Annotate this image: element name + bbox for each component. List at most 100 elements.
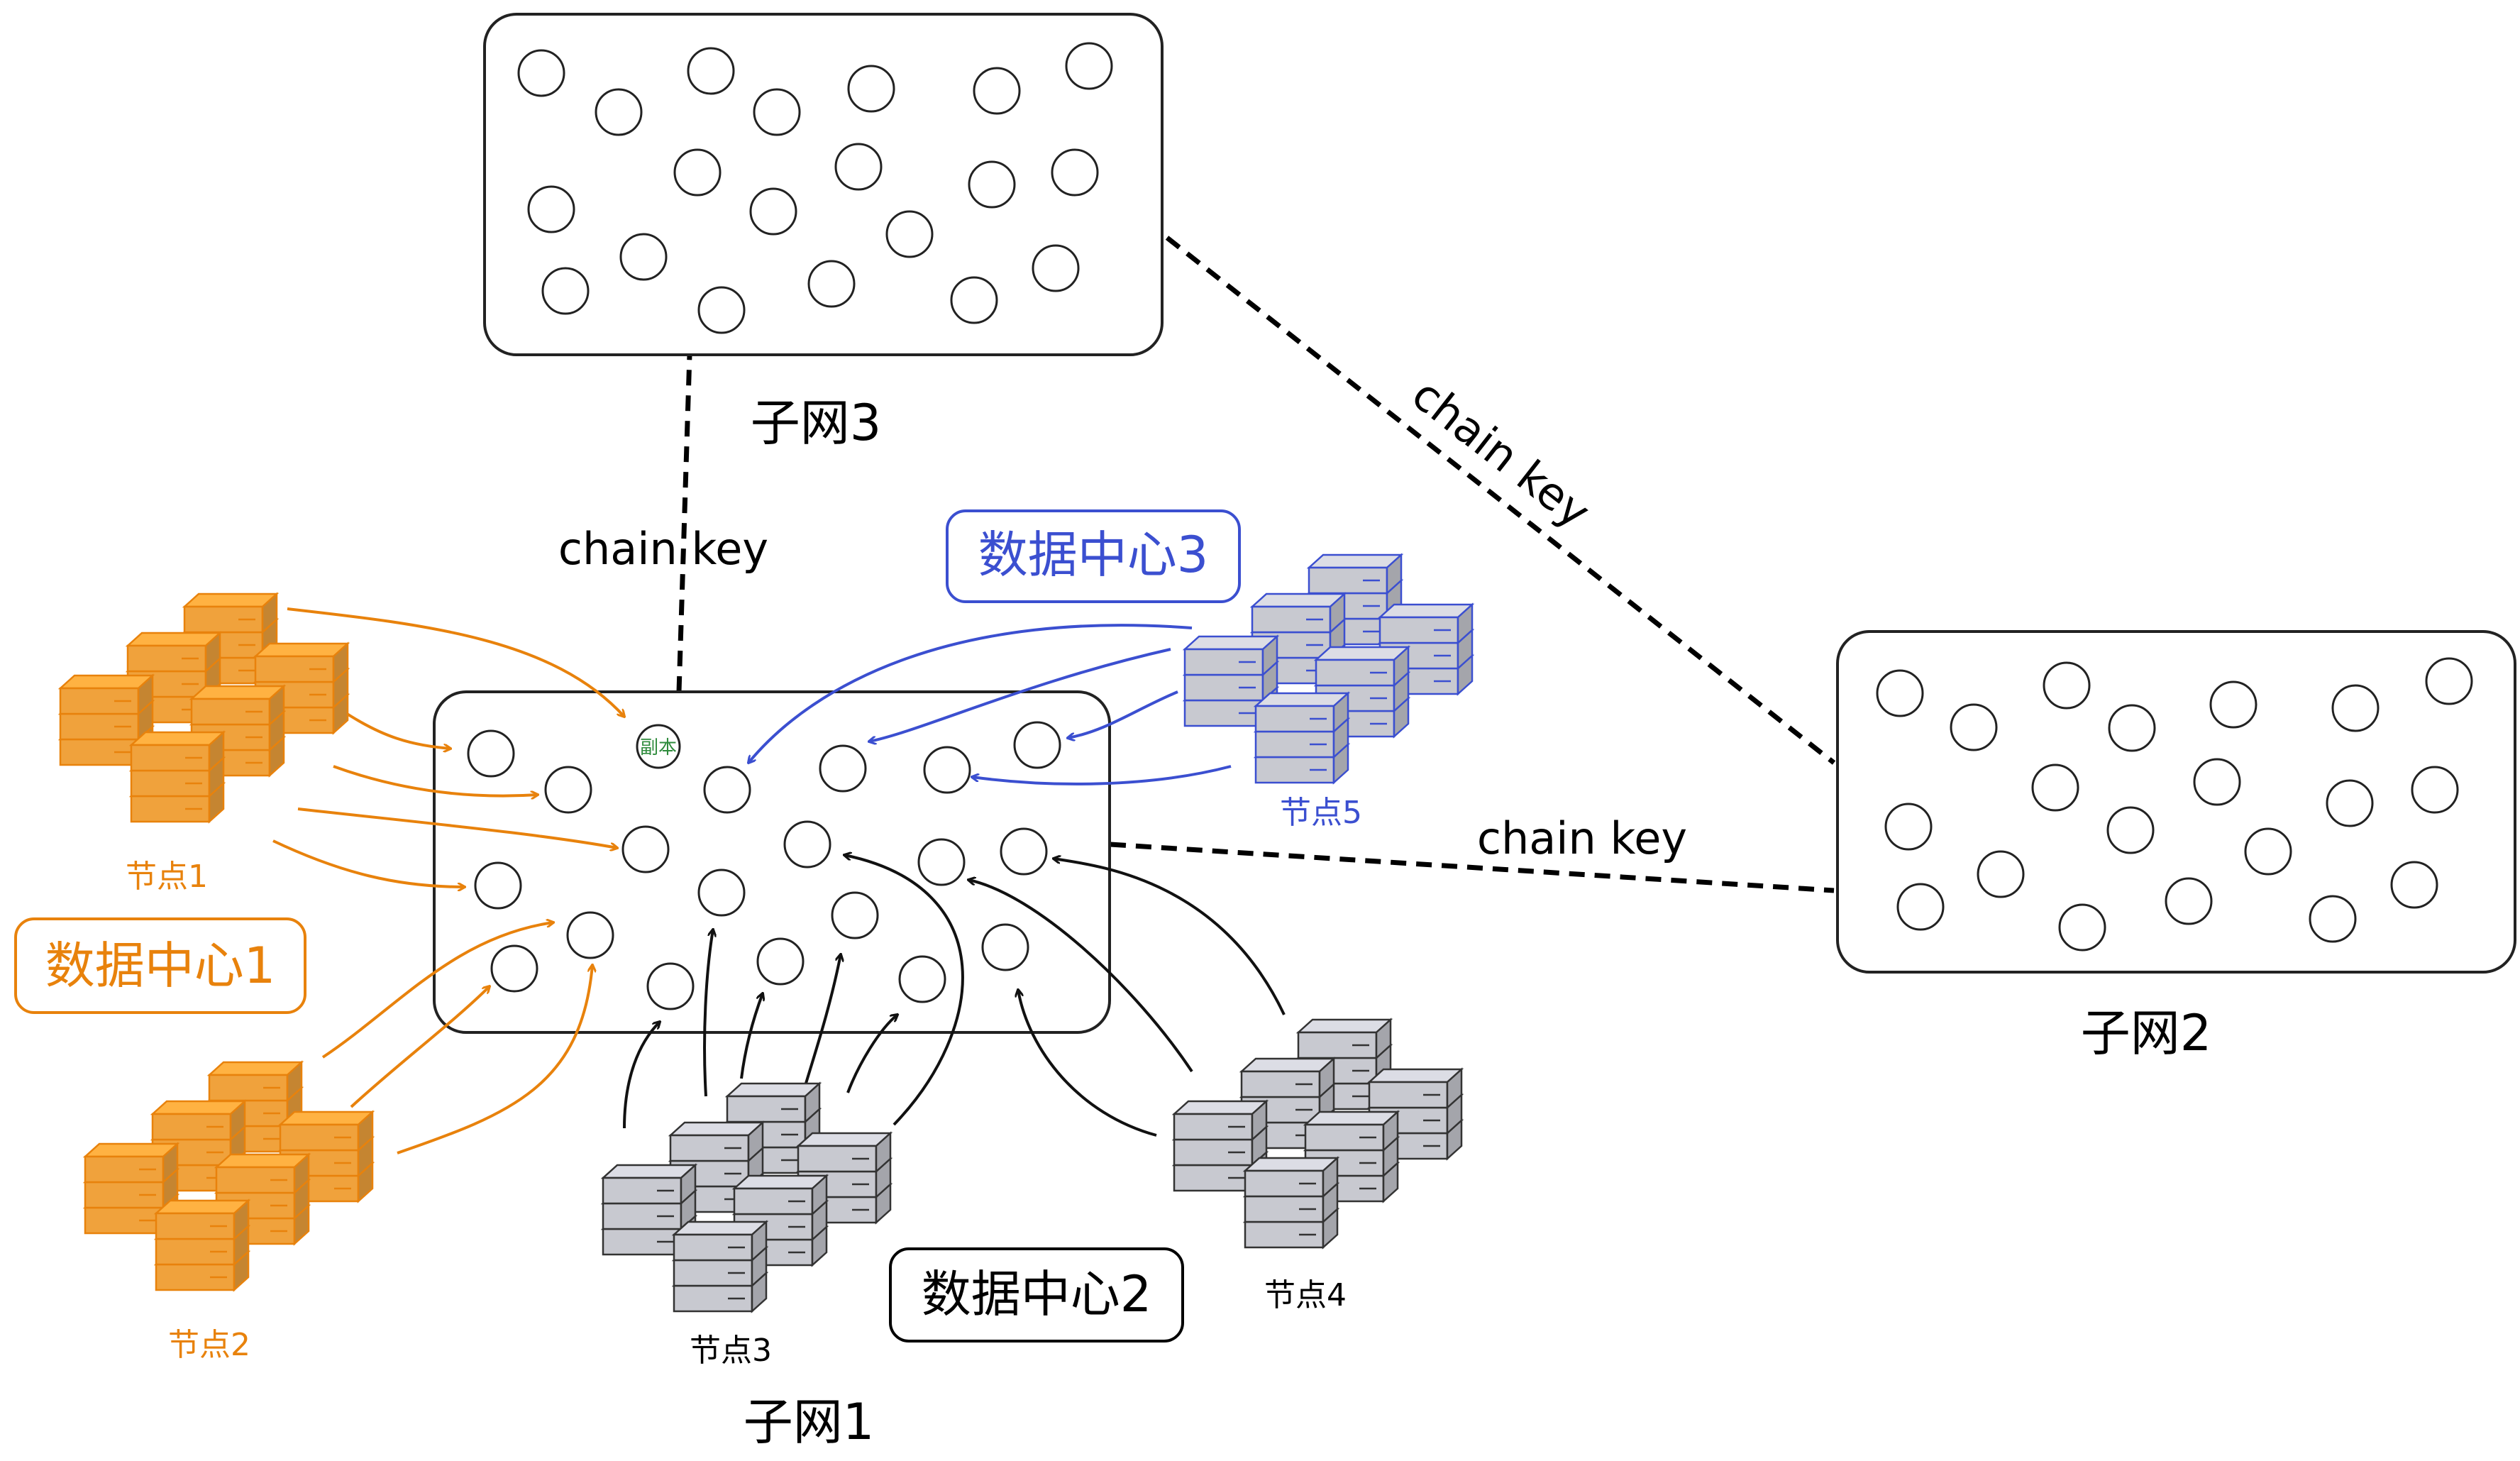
replica-circle bbox=[973, 67, 1021, 115]
replica-circle bbox=[490, 944, 538, 993]
replica-circle bbox=[2244, 827, 2292, 876]
dc1-label-box bbox=[14, 917, 306, 1014]
replica-circle bbox=[687, 47, 735, 95]
server-unit bbox=[189, 684, 287, 727]
replica-circle bbox=[2043, 661, 2091, 710]
replica-circle bbox=[517, 49, 565, 97]
subnet-3-replicas bbox=[517, 42, 1113, 334]
replica-circle bbox=[2411, 766, 2459, 814]
server-unit bbox=[182, 592, 280, 634]
replica-circle bbox=[749, 187, 797, 236]
replica-circle bbox=[898, 955, 946, 1003]
server-unit bbox=[125, 631, 223, 673]
node2-server-cluster bbox=[82, 1060, 375, 1292]
dc1-arrows bbox=[272, 607, 624, 1154]
node1-label: 节点1 bbox=[126, 859, 208, 895]
replica-label: 副本 bbox=[640, 737, 677, 759]
replica-circle bbox=[1896, 883, 1945, 931]
server-unit bbox=[1295, 1018, 1393, 1060]
subnet-1-replicas bbox=[467, 721, 1061, 1010]
replica-circle bbox=[1013, 721, 1061, 769]
replica-circle bbox=[474, 861, 522, 910]
replica-circle bbox=[1876, 669, 1924, 717]
subnet-2-label: 子网2 bbox=[2081, 1004, 2212, 1062]
server-unit bbox=[1182, 634, 1280, 677]
replica-circle bbox=[2193, 758, 2241, 806]
chain-key-label-1-3: chain key bbox=[558, 523, 768, 575]
replica-circle bbox=[847, 65, 895, 113]
node3-server-cluster bbox=[600, 1081, 893, 1313]
replica-circle bbox=[646, 962, 695, 1010]
replica-circle bbox=[885, 210, 934, 258]
server-unit bbox=[1253, 691, 1351, 734]
replica-circle bbox=[1000, 827, 1048, 876]
chain-key-label-1-2: chain key bbox=[1477, 812, 1687, 864]
server-unit bbox=[1249, 592, 1347, 634]
server-unit bbox=[1303, 1110, 1400, 1152]
replica-circle bbox=[541, 267, 590, 315]
replica-circle bbox=[917, 838, 966, 886]
replica-circle bbox=[753, 88, 801, 136]
replica-circle bbox=[595, 88, 643, 136]
node5-label: 节点5 bbox=[1280, 795, 1362, 831]
replica-circle bbox=[783, 820, 831, 869]
server-unit bbox=[57, 673, 155, 716]
server-unit bbox=[1313, 645, 1411, 688]
replica-circle bbox=[834, 143, 883, 191]
replica-circle bbox=[2425, 657, 2473, 705]
dc2-label-box bbox=[889, 1247, 1184, 1343]
replica-circle bbox=[1065, 42, 1113, 90]
server-unit bbox=[153, 1198, 251, 1241]
replica-circle bbox=[831, 891, 879, 939]
node2-label: 节点2 bbox=[168, 1327, 250, 1363]
node4-label: 节点4 bbox=[1264, 1277, 1347, 1313]
replica-circle bbox=[1884, 803, 1933, 851]
server-unit bbox=[150, 1099, 248, 1142]
dc1-label: 数据中心1 bbox=[45, 937, 276, 995]
node5-server-cluster bbox=[1182, 553, 1475, 785]
replica-circle bbox=[950, 276, 998, 324]
replica-circle bbox=[981, 923, 1029, 971]
server-unit bbox=[128, 730, 226, 773]
replica-circle bbox=[2031, 763, 2079, 812]
replica-circle bbox=[697, 869, 746, 917]
replica-circle bbox=[2165, 877, 2213, 925]
dc2-arrows bbox=[623, 855, 964, 1129]
node4-arrows bbox=[968, 859, 1286, 1137]
replica-circle bbox=[2108, 704, 2156, 752]
replica-circle bbox=[1051, 148, 1099, 197]
server-unit bbox=[1366, 1067, 1464, 1110]
server-unit bbox=[1306, 553, 1404, 595]
server-unit bbox=[277, 1110, 375, 1152]
replica-circle bbox=[697, 286, 746, 334]
server-unit bbox=[724, 1081, 822, 1124]
server-unit bbox=[600, 1163, 698, 1206]
server-unit bbox=[1171, 1099, 1269, 1142]
replica-circle bbox=[2058, 903, 2106, 952]
chain-key-link-subnet1-subnet2 bbox=[1110, 842, 1835, 893]
replica-circle bbox=[703, 766, 751, 814]
node4-server-cluster bbox=[1171, 1018, 1464, 1250]
replica-circle bbox=[2106, 806, 2155, 854]
subnet-1-label: 子网1 bbox=[744, 1393, 875, 1451]
replica-circle bbox=[923, 746, 971, 794]
server-unit bbox=[206, 1060, 304, 1103]
server-unit bbox=[1239, 1057, 1337, 1099]
dc3-arrows bbox=[748, 624, 1232, 785]
server-unit bbox=[214, 1152, 311, 1195]
replica-circle bbox=[1950, 703, 1998, 751]
replica-circle bbox=[619, 233, 668, 281]
replica-circle bbox=[819, 744, 867, 793]
subnet-3-label: 子网3 bbox=[751, 394, 882, 452]
replica-circle bbox=[621, 825, 670, 873]
server-unit bbox=[82, 1142, 180, 1184]
server-unit bbox=[1377, 602, 1475, 645]
replica-circle bbox=[2331, 684, 2380, 732]
replica-circle bbox=[467, 729, 515, 778]
subnet-2-replicas bbox=[1876, 657, 2473, 952]
chain-key-link-subnet3-subnet2 bbox=[1165, 236, 1836, 765]
replica-circle bbox=[1032, 244, 1080, 292]
dc3-label-box bbox=[946, 509, 1241, 603]
server-unit bbox=[795, 1131, 893, 1174]
